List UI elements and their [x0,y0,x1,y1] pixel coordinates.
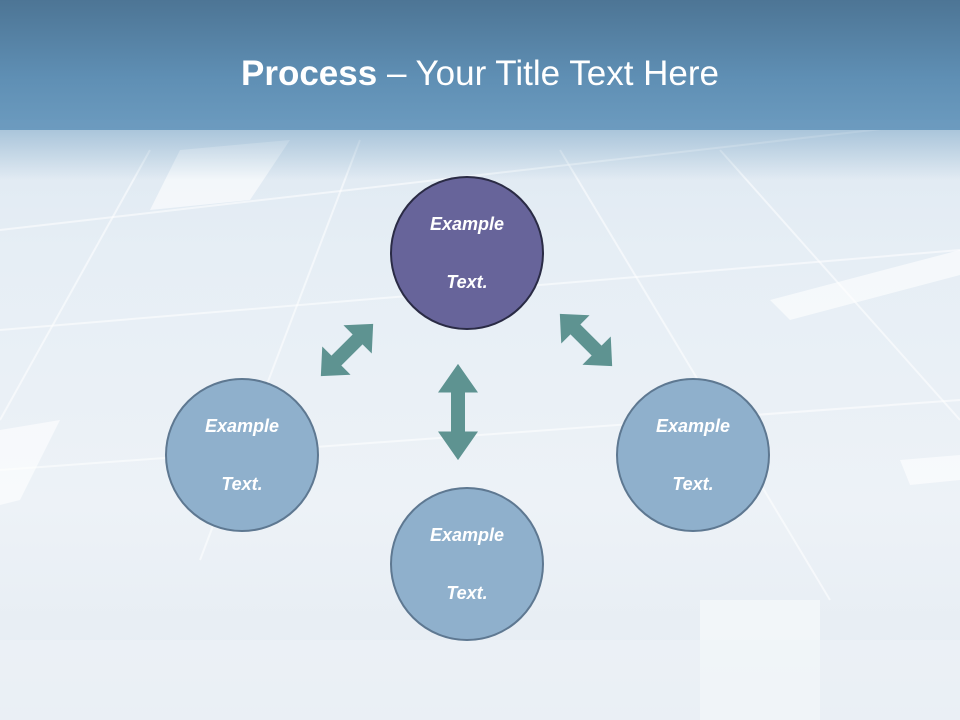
node-left-line1: Example [204,415,280,436]
double-arrow-icon [545,299,627,381]
title-banner [0,0,960,130]
node-top-line1: Example [429,213,505,234]
node-bottom-line1: Example [429,524,505,545]
node-right-line2: Text. [672,473,714,494]
node-right-line1: Example [655,415,731,436]
node-top-line2: Text. [446,271,488,292]
double-arrow-icon [438,363,478,461]
title-banner-fade [0,120,960,180]
node-bottom-line2: Text. [446,582,488,603]
title-rest: – Your Title Text Here [377,54,719,93]
double-arrow-icon [306,309,388,391]
slide-title: Process – Your Title Text Here [0,52,960,96]
title-bold: Process [241,54,378,93]
node-left-line2: Text. [221,473,263,494]
